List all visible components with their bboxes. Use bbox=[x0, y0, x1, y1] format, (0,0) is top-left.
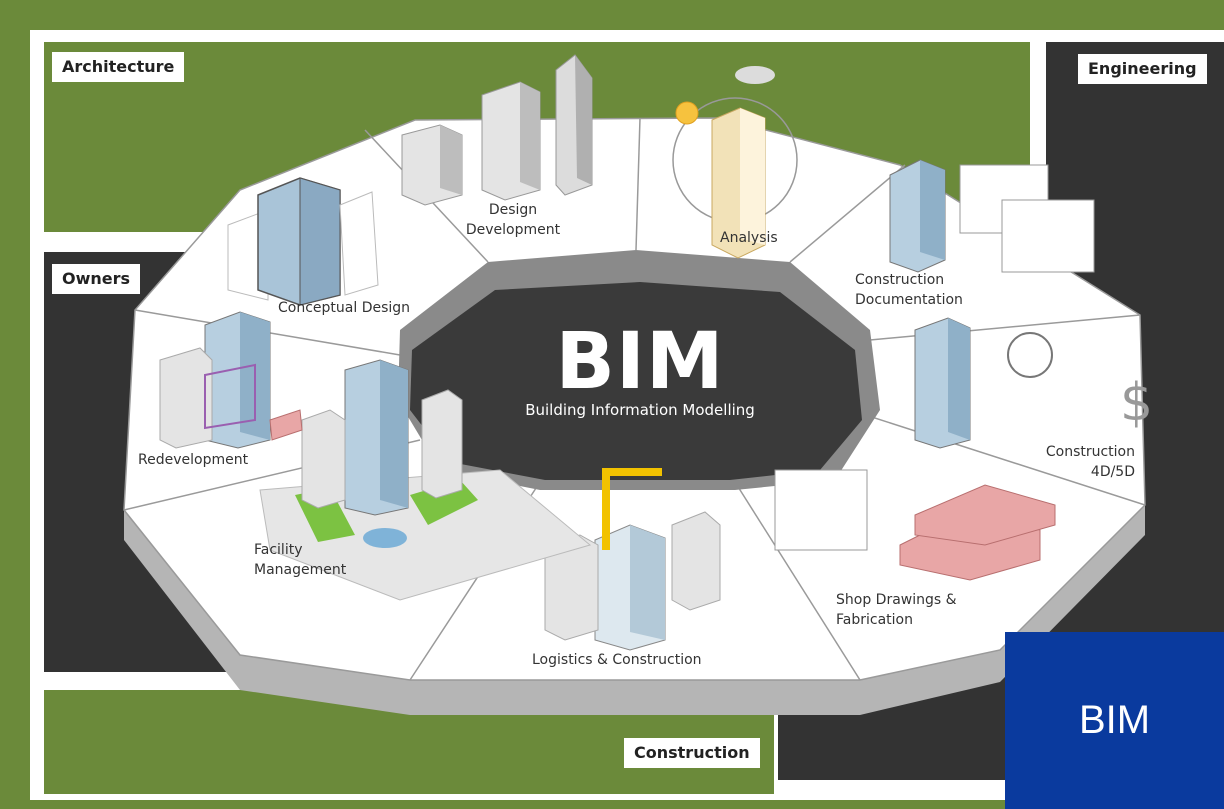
design-development-line-2: Development bbox=[465, 222, 561, 238]
owners-label: Owners bbox=[52, 264, 141, 294]
facility-management-label: Facility Management bbox=[254, 540, 346, 580]
construction-4d5d-illustration: $ bbox=[914, 317, 1153, 449]
shop-drawings-line-1: Shop Drawings & bbox=[836, 592, 957, 608]
engineering-label: Engineering bbox=[1078, 54, 1207, 84]
design-development-illustration bbox=[401, 54, 593, 206]
logistics-illustration bbox=[544, 468, 721, 651]
design-development-line-1: Design bbox=[488, 202, 538, 218]
construction-4d5d-line-1: Construction bbox=[1045, 444, 1135, 460]
design-development-label: Design Development bbox=[454, 200, 572, 240]
conceptual-design-illustration bbox=[227, 177, 379, 306]
center-hub bbox=[410, 282, 862, 480]
construction-documentation-line-2: Documentation bbox=[855, 292, 963, 308]
construction-documentation-line-1: Construction bbox=[855, 272, 945, 288]
construction-4d5d-line-2: 4D/5D bbox=[1090, 464, 1135, 480]
shop-drawings-label: Shop Drawings & Fabrication bbox=[836, 590, 957, 630]
owners-zone bbox=[44, 252, 134, 672]
shop-drawings-illustration bbox=[774, 469, 1056, 581]
analysis-label: Analysis bbox=[720, 230, 778, 246]
svg-text:$: $ bbox=[1120, 373, 1153, 433]
bim-badge-text: BIM bbox=[1078, 698, 1151, 742]
construction-documentation-illustration bbox=[889, 159, 1095, 273]
facility-management-line-1: Facility bbox=[254, 542, 303, 558]
redevelopment-illustration bbox=[159, 311, 303, 449]
facility-management-line-2: Management bbox=[254, 562, 347, 578]
construction-label: Construction bbox=[624, 738, 760, 768]
facility-management-illustration bbox=[259, 359, 592, 601]
bim-badge: BIM bbox=[1005, 632, 1224, 809]
shop-drawings-line-2: Fabrication bbox=[836, 612, 913, 628]
architecture-label: Architecture bbox=[52, 52, 185, 82]
construction-4d5d-label: Construction 4D/5D bbox=[1015, 442, 1135, 482]
bim-title: BIM bbox=[555, 317, 725, 407]
analysis-illustration bbox=[672, 66, 798, 259]
conceptual-design-label: Conceptual Design bbox=[278, 300, 411, 316]
redevelopment-label: Redevelopment bbox=[138, 452, 249, 468]
construction-documentation-label: Construction Documentation bbox=[855, 270, 963, 310]
logistics-label: Logistics & Construction bbox=[532, 652, 702, 668]
bim-subtitle: Building Information Modelling bbox=[525, 401, 755, 419]
